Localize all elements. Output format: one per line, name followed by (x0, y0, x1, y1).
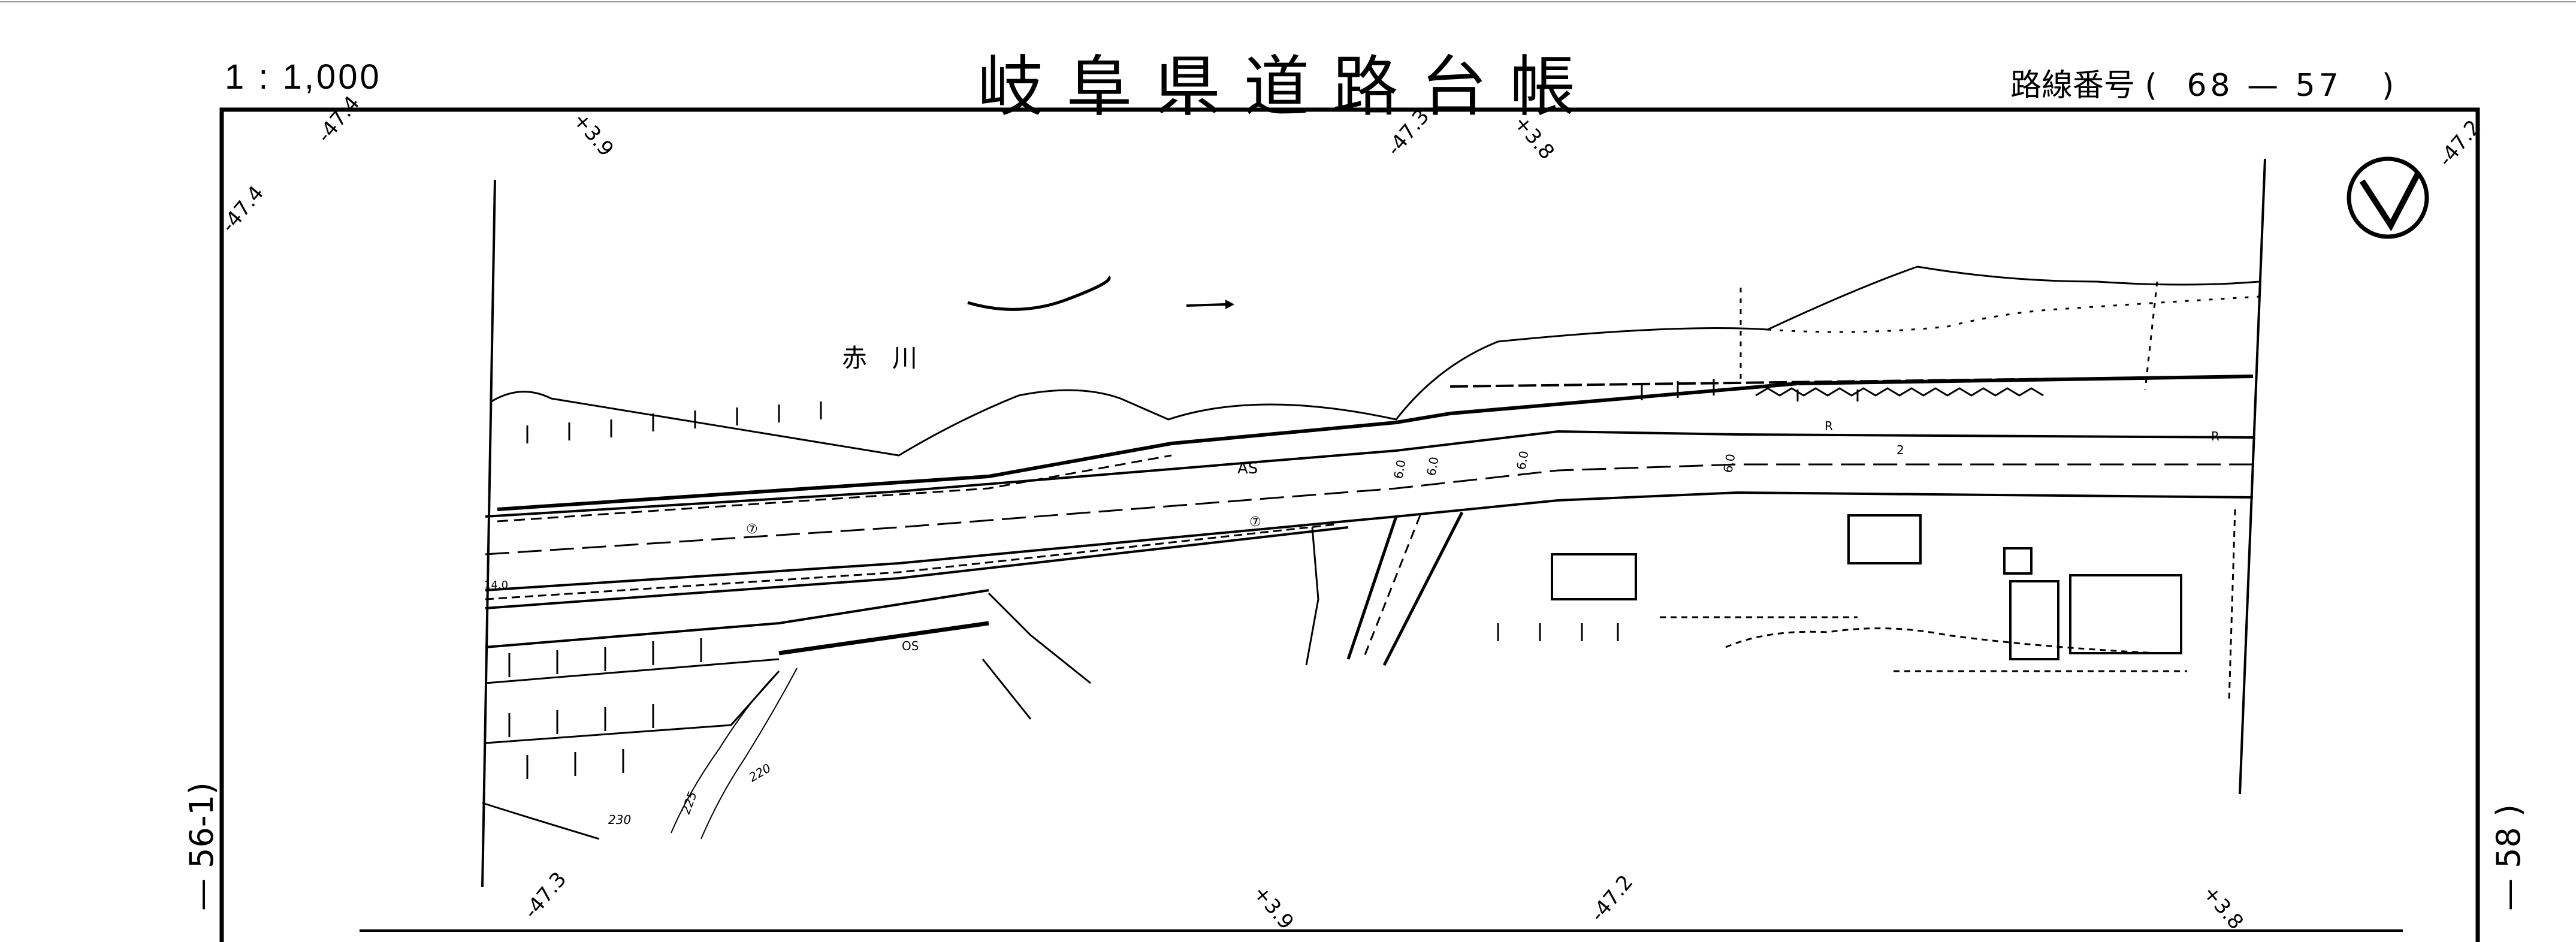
pavement-label: AS (1237, 460, 1258, 478)
coord-top-2: +3.9 (568, 108, 618, 161)
coord-top-1: -47.4 (312, 92, 364, 147)
width-mark-4: 6.0 (1720, 452, 1738, 473)
width-mark-2: 6.0 (1424, 455, 1441, 476)
coord-bottom-2: +3.9 (1248, 881, 1298, 934)
coord-left-1: -47.4 (216, 182, 268, 237)
coord-bottom-3: -47.2 (1586, 871, 1638, 926)
contour-225: 225 (678, 790, 700, 816)
contour-230: 230 (608, 813, 631, 827)
sidewalk-label: OS (902, 639, 919, 653)
contour-220: 220 (747, 760, 774, 784)
circled-marker-2: ⑦ (1249, 515, 1261, 530)
page-title: 岐阜県道路台帳 (977, 49, 1599, 125)
coord-top-3: -47.3 (1382, 105, 1434, 161)
elevation-label: 14.0 (484, 579, 508, 591)
map-frame (219, 107, 2480, 942)
road-code-2: 2 (1896, 443, 1904, 457)
coord-top-4: +3.8 (1509, 111, 1559, 164)
route-number: 68 — 57 (2187, 68, 2342, 104)
road-code-r1: R (1825, 419, 1833, 433)
coord-bottom-4: +3.8 (2198, 881, 2248, 934)
map-scale: 1 : 1,000 (225, 58, 382, 96)
coord-bottom-1: -47.3 (519, 868, 571, 923)
route-open-paren: ( (2145, 68, 2157, 104)
road-code-r2: R (2211, 429, 2219, 443)
width-mark-3: 6.0 (1514, 449, 1531, 470)
width-mark-1: 6.0 (1391, 458, 1408, 479)
route-close-paren: ) (2381, 68, 2394, 104)
river-label: 赤 川 (842, 343, 917, 373)
north-arrow-icon (2347, 156, 2429, 239)
route-number-block: 路線番号 ( 68 — 57 ) (2010, 60, 2394, 105)
route-label: 路線番号 (2010, 68, 2136, 104)
circled-marker-1: ⑦ (746, 522, 758, 537)
